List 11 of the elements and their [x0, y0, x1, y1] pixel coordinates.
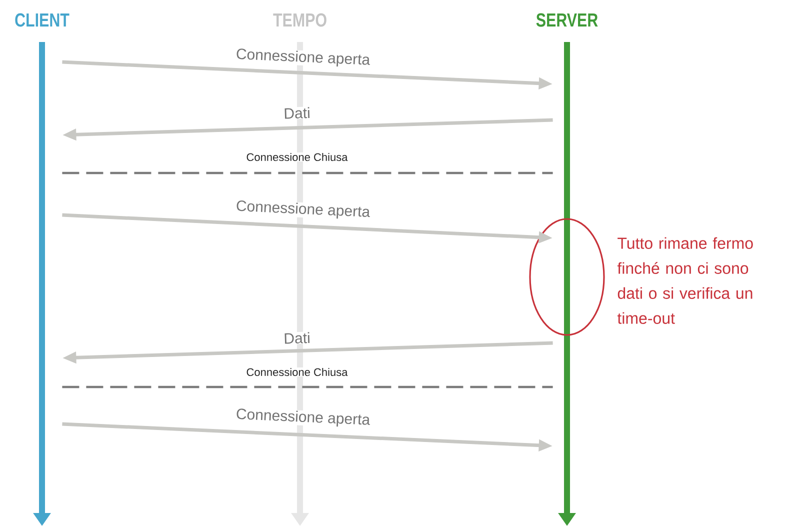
edge-label: Connessione aperta	[236, 408, 370, 427]
lifeline-heading: SERVER	[536, 13, 598, 27]
axis-heading: TEMPO	[273, 13, 326, 27]
edge-label: Connessione Chiusa	[246, 368, 348, 376]
edge-label: Dati	[284, 107, 310, 119]
edge-label: Dati	[284, 332, 310, 344]
edge-label: Connessione aperta	[236, 200, 370, 219]
lifeline-heading: CLIENT	[15, 13, 70, 27]
note-text: Tutto rimane fermo finché non ci sono dati o si verifica un time-out	[617, 237, 753, 324]
edge-label: Connessione aperta	[236, 48, 370, 67]
edge-label: Connessione Chiusa	[246, 152, 348, 162]
